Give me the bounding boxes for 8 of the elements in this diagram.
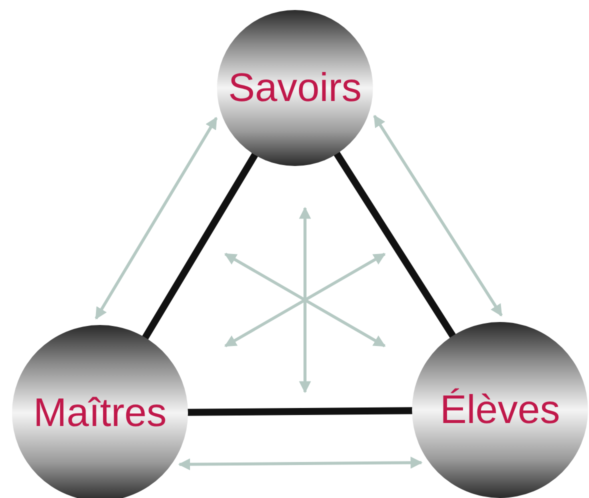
node-label: Savoirs xyxy=(228,66,362,110)
node-label: Élèves xyxy=(440,388,560,432)
connector-line xyxy=(186,407,414,416)
double-arrow xyxy=(94,116,218,320)
node-label: Maîtres xyxy=(33,390,167,436)
connector-line xyxy=(141,151,259,342)
double-arrow xyxy=(178,456,423,470)
double-arrow xyxy=(373,114,503,316)
